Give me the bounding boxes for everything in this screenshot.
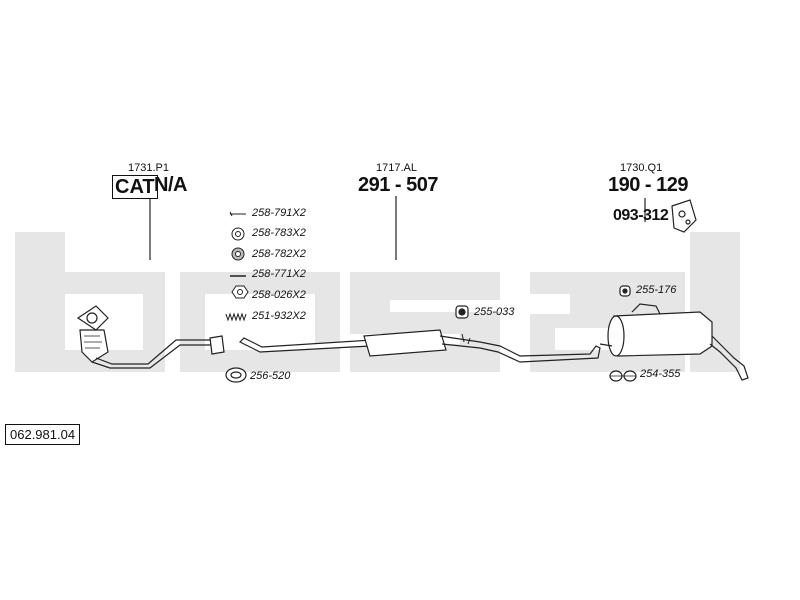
bracket-093-312-icon	[671, 199, 697, 233]
rear-clamp-label: 254-355	[640, 368, 681, 380]
fitting-label-5: 258-026X2	[252, 289, 306, 301]
fitting-label-6: 251-932X2	[252, 310, 306, 322]
rear-hanger-label: 255-176	[636, 284, 677, 296]
fitting-label-1: 258-791X2	[252, 207, 306, 219]
gasket-label: 256-520	[250, 370, 291, 382]
bosal-watermark	[15, 232, 740, 372]
rear-reference: 1730.Q1	[620, 162, 663, 174]
middle-reference: 1717.AL	[376, 162, 417, 174]
hanger-255-033-icon	[455, 305, 469, 319]
fitting-label-3: 258-782X2	[252, 248, 306, 260]
rear-part-number: 190 - 129	[608, 174, 689, 196]
front-value: N/A	[154, 174, 187, 196]
catalytic-converter-icon	[76, 305, 225, 369]
rear-extra-part: 093-312	[613, 207, 669, 224]
fitting-label-2: 258-783X2	[252, 227, 306, 239]
hanger-255-176-icon	[619, 285, 631, 297]
bolt-258-791-icon	[229, 211, 246, 217]
rear-silencer-icon	[599, 303, 749, 381]
middle-part-number: 291 - 507	[358, 174, 439, 196]
middle-pipe-icon	[238, 329, 601, 363]
front-reference: 1731.P1	[128, 162, 169, 174]
diagram-code: 062.981.04	[5, 424, 81, 445]
fittings-icons	[225, 211, 249, 322]
cat-label-box: CAT	[112, 175, 158, 199]
mid-hanger-label: 255-033	[474, 306, 515, 318]
fitting-label-4: 258-771X2	[252, 268, 306, 280]
clamp-254-355-icon	[609, 370, 637, 382]
gasket-256-520-icon	[225, 367, 247, 383]
spring-251-932-icon	[225, 312, 247, 322]
